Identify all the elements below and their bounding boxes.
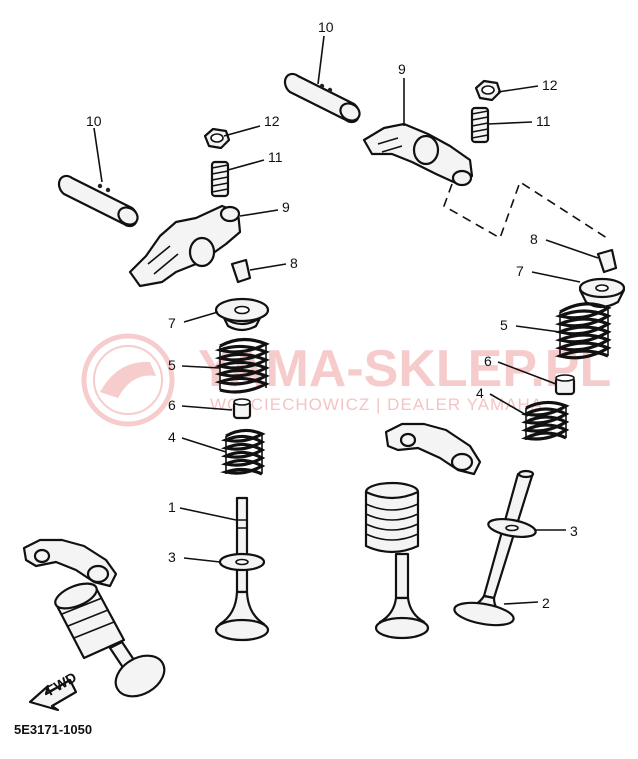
valve-cotter-left <box>230 258 252 284</box>
valve-stem-seal-right <box>554 374 576 396</box>
rocker-arm-right <box>362 122 474 187</box>
callout-9-left: 9 <box>282 199 290 215</box>
assembled-rocker-view-right <box>384 422 482 476</box>
inner-spring-right <box>521 400 570 441</box>
intake-valve-right <box>453 469 537 627</box>
valve-stem-seal-left <box>232 398 252 420</box>
adjusting-screw-right <box>470 106 490 144</box>
callout-7-left: 7 <box>168 315 176 331</box>
callout-9-right: 9 <box>398 61 406 77</box>
callout-3-left: 3 <box>168 549 176 565</box>
callout-8-left: 8 <box>290 255 298 271</box>
callout-4-right: 4 <box>476 385 484 401</box>
callout-7-right: 7 <box>516 263 524 279</box>
locknut-right <box>474 79 502 102</box>
callout-6-right: 6 <box>484 353 492 369</box>
leader-lines <box>93 35 599 605</box>
callout-11-left: 11 <box>268 149 283 165</box>
spring-retainer-left <box>214 297 270 332</box>
callout-8-right: 8 <box>530 231 538 247</box>
adjusting-screw-left <box>210 160 230 198</box>
spring-retainer-right <box>578 277 626 309</box>
assembled-rocker-view-left <box>22 538 118 588</box>
valve-alignment-dashed-line <box>443 180 611 241</box>
exhaust-valve-left <box>214 496 270 642</box>
callout-6-left: 6 <box>168 397 176 413</box>
locknut-left <box>203 127 231 150</box>
outer-spring-right <box>554 302 612 360</box>
watermark-subtitle: WOJCIECHOWICZ | DEALER YAMAHA <box>210 395 543 414</box>
assembled-valve-view-right <box>364 481 430 640</box>
callout-12-right: 12 <box>542 77 558 93</box>
callout-numbers: 10 12 11 9 8 7 5 6 4 1 3 10 9 12 11 8 7 … <box>86 19 578 611</box>
forward-arrow-icon: FWD <box>28 669 79 712</box>
watermark-logo-icon <box>81 333 175 427</box>
rocker-arm-left <box>128 204 242 288</box>
rocker-shaft-right <box>283 72 361 124</box>
callout-5-right: 5 <box>500 317 508 333</box>
callout-10-left: 10 <box>86 113 102 129</box>
callout-1: 1 <box>168 499 176 515</box>
assembled-valve-view-left <box>54 582 166 698</box>
callout-4-left: 4 <box>168 429 176 445</box>
part-code: 5E3171-1050 <box>14 722 93 737</box>
inner-spring-left <box>220 428 266 476</box>
valve-cotter-right <box>596 248 618 274</box>
rocker-shaft-left <box>57 174 139 228</box>
callout-3-right: 3 <box>570 523 578 539</box>
callout-2: 2 <box>542 595 550 611</box>
callout-11-right: 11 <box>536 113 551 129</box>
callout-10-right: 10 <box>318 19 334 35</box>
callout-12-left: 12 <box>264 113 280 129</box>
callout-5-left: 5 <box>168 357 176 373</box>
